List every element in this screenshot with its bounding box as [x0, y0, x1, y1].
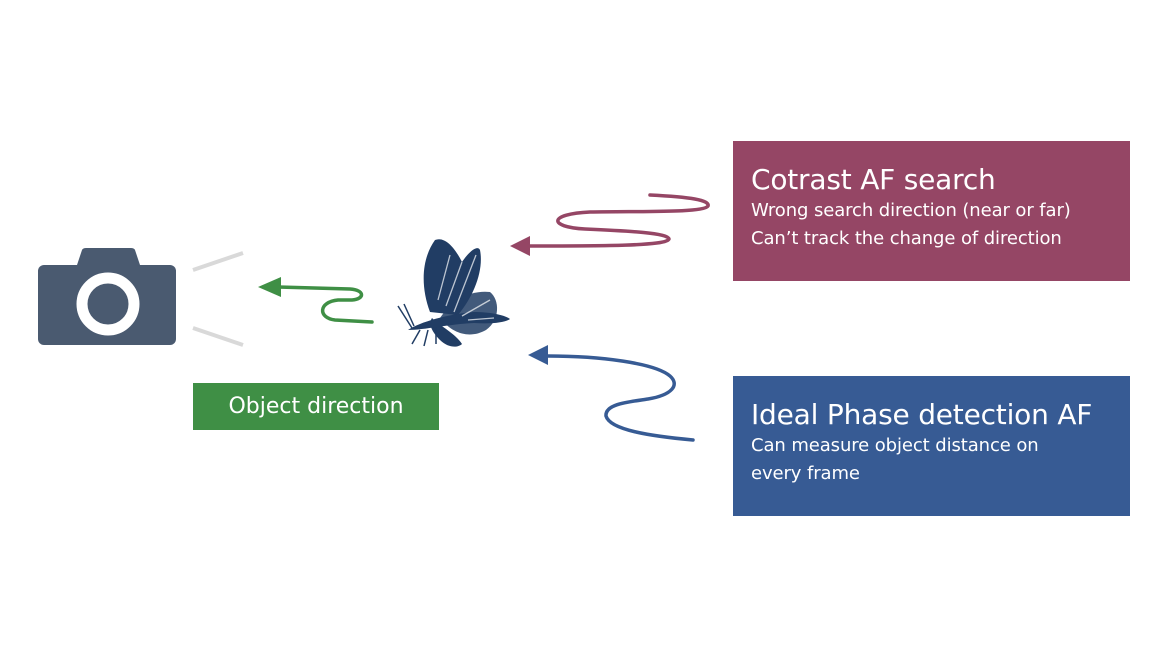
camera-icon [38, 248, 176, 345]
contrast-af-title: Cotrast AF search [751, 163, 996, 196]
phase-af-arrow [528, 345, 695, 442]
butterfly-icon [397, 239, 510, 347]
contrast-af-line-2: Can’t track the change of direction [751, 228, 1062, 249]
contrast-af-arrow [510, 193, 710, 256]
phase-af-line-1: Can measure object distance on [751, 435, 1039, 456]
phase-af-line-2: every frame [751, 463, 860, 484]
phase-af-title: Ideal Phase detection AF [751, 398, 1093, 431]
object-direction-arrow [258, 277, 374, 324]
object-direction-label: Object direction [193, 383, 439, 430]
phase-af-box: Ideal Phase detection AF Can measure obj… [733, 376, 1130, 516]
camera-view-lines [192, 251, 244, 347]
contrast-af-line-1: Wrong search direction (near or far) [751, 200, 1071, 221]
contrast-af-box: Cotrast AF search Wrong search direction… [733, 141, 1130, 281]
